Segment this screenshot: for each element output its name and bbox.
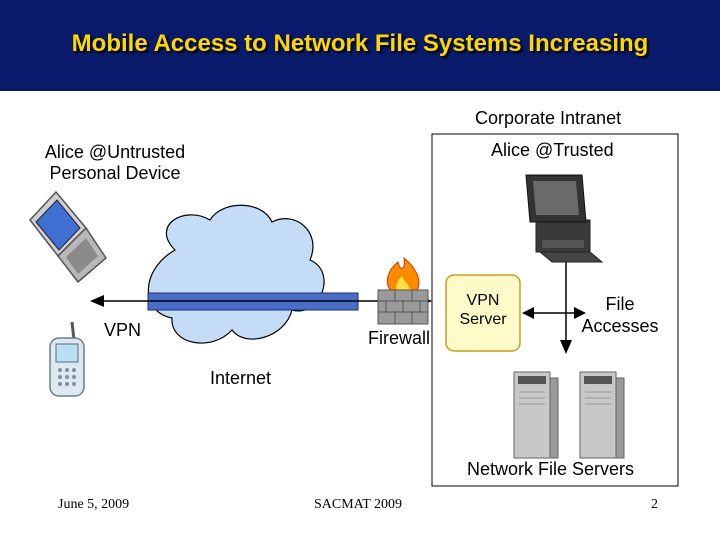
file-accesses-label: File Accesses <box>568 293 672 337</box>
footer-conference: SACMAT 2009 <box>314 497 403 512</box>
firewall-label: Firewall <box>368 328 431 348</box>
title-bar <box>0 0 720 91</box>
untrusted-device-label: Alice @Untrusted Personal Device <box>26 142 204 184</box>
untrusted-device-label-line2: Personal Device <box>49 163 181 183</box>
firewall-icon <box>377 256 429 325</box>
file-accesses-label-line2: Accesses <box>581 316 659 336</box>
untrusted-device-label-line1: Alice @Untrusted <box>44 142 186 162</box>
vpn-server-label: VPN Server <box>446 291 520 329</box>
footer-page-number: 2 <box>651 497 658 512</box>
trusted-desktop-icon <box>525 174 604 263</box>
network-file-servers-label: Network File Servers <box>467 459 635 479</box>
file-server-icon <box>513 371 559 459</box>
corporate-intranet-label: Corporate Intranet <box>475 108 622 128</box>
vpn-server-label-line1: VPN <box>466 292 500 309</box>
file-accesses-label-line1: File <box>605 294 635 314</box>
trusted-device-label: Alice @Trusted <box>491 140 614 160</box>
corporate-intranet-boundary <box>431 133 679 487</box>
vpn-server-label-line2: Server <box>459 311 507 328</box>
file-server-icon <box>579 371 625 459</box>
vpn-to-intranet-arrow <box>522 307 586 319</box>
laptop-icon <box>29 190 107 284</box>
vpn-server-box <box>445 274 521 352</box>
mobile-phone-icon <box>49 321 85 397</box>
footer-date: June 5, 2009 <box>58 497 130 512</box>
slide-title: Mobile Access to Network File Systems In… <box>71 30 649 57</box>
vpn-label: VPN <box>104 320 142 340</box>
internet-cloud <box>147 204 325 344</box>
internet-label: Internet <box>210 368 272 388</box>
